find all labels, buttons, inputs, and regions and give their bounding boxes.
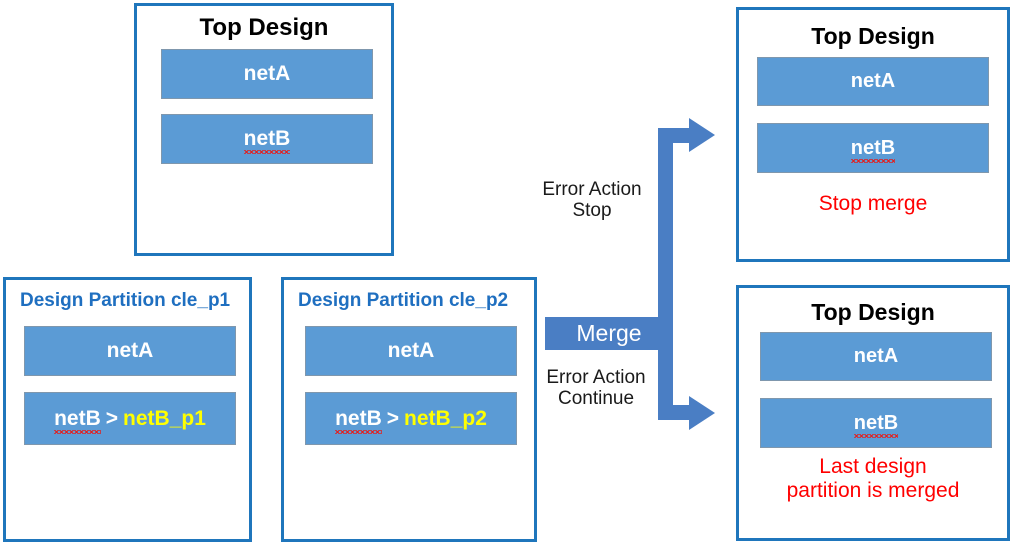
result-continue-net-netb: netB [760, 398, 992, 448]
net-label: netB [243, 127, 291, 154]
result-stop-net-netb: netB [757, 123, 989, 173]
design-partition-cle-p1-title: Design Partition cle_p1 [20, 290, 231, 311]
net-label: netA [850, 70, 896, 92]
partition-p1-net-netb: netB > netB_p1 [24, 392, 236, 445]
error-action-stop-label: Error Action Stop [542, 179, 642, 221]
net-label: netA [387, 339, 435, 362]
result-stop-status: Stop merge [818, 192, 928, 215]
partition-p2-net-neta: netA [305, 326, 517, 376]
net-label: netB [853, 411, 899, 438]
error-action-continue-label: Error Action Continue [546, 367, 646, 409]
rename-arrow-label: > [105, 406, 119, 430]
source-top-design-title: Top Design [199, 14, 329, 41]
result-continue-title: Top Design [811, 299, 935, 325]
partition-p1-net-neta: netA [24, 326, 236, 376]
result-stop-title: Top Design [811, 23, 935, 49]
result-continue-panel: Top Design netA netB Last design partiti… [736, 285, 1010, 541]
merge-arrow-top-branch-shaft [658, 128, 691, 143]
result-stop-net-neta: netA [757, 57, 989, 106]
net-original-label: netB [335, 406, 382, 434]
design-partition-cle-p2-panel: Design Partition cle_p2 netA netB > netB… [281, 277, 537, 542]
merge-arrow-bottom-arrowhead [689, 396, 715, 430]
net-original-label: netB [54, 406, 101, 434]
result-continue-status: Last design partition is merged [786, 455, 960, 502]
net-label: netB [850, 136, 896, 163]
net-renamed-label: netB_p1 [123, 406, 206, 430]
result-continue-net-neta: netA [760, 332, 992, 381]
result-stop-panel: Top Design netA netB Stop merge [736, 7, 1010, 262]
design-partition-cle-p2-title: Design Partition cle_p2 [298, 290, 509, 311]
partition-p2-net-netb: netB > netB_p2 [305, 392, 517, 445]
merge-label: Merge [576, 320, 642, 346]
merge-arrow-top-arrowhead [689, 118, 715, 152]
source-top-design-panel: Top Design netA netB [134, 3, 394, 256]
net-label: netA [243, 62, 291, 85]
source-net-netb: netB [161, 114, 373, 164]
source-net-neta: netA [161, 49, 373, 99]
rename-arrow-label: > [386, 406, 400, 430]
design-partition-cle-p1-panel: Design Partition cle_p1 netA netB > netB… [3, 277, 252, 542]
net-renamed-label: netB_p2 [404, 406, 487, 430]
net-label: netA [106, 339, 154, 362]
net-label: netA [853, 345, 899, 367]
merge-arrow-bottom-branch-shaft [658, 405, 691, 420]
merge-bar: Merge [545, 317, 673, 350]
